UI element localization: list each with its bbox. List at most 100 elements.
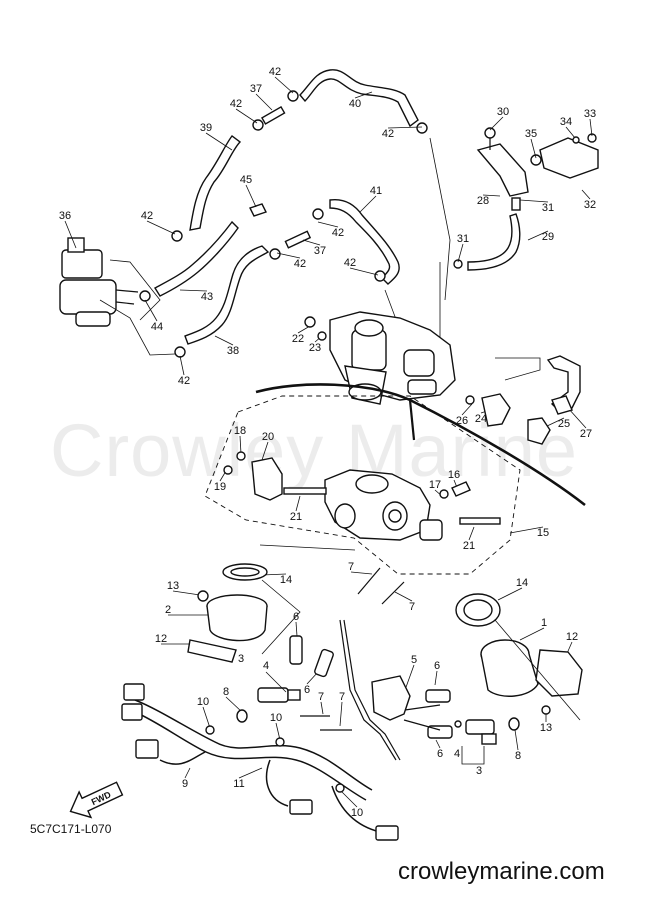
callout-c42g: 42 (344, 257, 356, 269)
callout-c42a: 42 (269, 66, 281, 78)
callout-c34: 34 (560, 116, 572, 128)
callout-c13b: 13 (540, 722, 552, 734)
callout-c11: 11 (233, 778, 244, 790)
callout-c4b: 4 (454, 748, 460, 760)
leader-c20 (261, 441, 269, 461)
callout-c12a: 12 (155, 633, 167, 645)
callout-c12b: 12 (566, 631, 578, 643)
leader-c31b (457, 243, 464, 263)
clamps (139, 90, 463, 358)
callout-c3b: 3 (476, 765, 482, 777)
leader-c26 (461, 403, 473, 416)
callout-c25: 25 (558, 418, 570, 430)
joint-37b (284, 230, 312, 249)
bolts-7 (300, 567, 405, 731)
callout-c4a: 4 (263, 660, 269, 672)
callout-c10a: 10 (197, 696, 209, 708)
leader-c45 (245, 184, 257, 208)
leader-c21a (295, 495, 301, 512)
leader-c37a (255, 93, 273, 111)
callout-c42f: 42 (294, 258, 306, 270)
callout-c26: 26 (456, 415, 468, 427)
callout-c36: 36 (59, 210, 71, 222)
leader-c13a (172, 590, 201, 596)
leader-c14b (497, 587, 523, 601)
callout-c30: 30 (497, 106, 509, 118)
callout-c42h: 42 (178, 375, 190, 387)
leader-c42e (317, 221, 339, 228)
callout-c9: 9 (182, 778, 188, 790)
leader-c43 (179, 289, 208, 292)
callout-c42b: 42 (230, 98, 242, 110)
caps-6 (289, 635, 453, 739)
leader-c41 (359, 195, 377, 213)
leader-c1 (519, 627, 545, 641)
callout-c38: 38 (227, 345, 239, 357)
callout-c24: 24 (475, 413, 487, 425)
diagram-code: 5C7C171-L070 (30, 822, 112, 836)
leader-c7a (350, 571, 373, 575)
leader-c30 (489, 116, 504, 131)
callout-c10c: 10 (351, 807, 363, 819)
pressure-sensor-24 (465, 393, 551, 445)
leader-c7b (394, 591, 413, 602)
callout-c5: 5 (411, 654, 417, 666)
hose-39 (189, 135, 242, 231)
callout-c2: 2 (165, 604, 171, 616)
leader-c40 (354, 91, 373, 99)
leader-lines (64, 76, 593, 808)
leader-c36 (64, 220, 77, 249)
callout-c13a: 13 (167, 580, 179, 592)
callout-c21a: 21 (290, 511, 302, 523)
callout-c40: 40 (349, 98, 361, 110)
leader-c6a (295, 621, 298, 637)
leader-c34 (565, 126, 576, 139)
leader-c42c (387, 126, 423, 129)
callout-c16: 16 (448, 469, 460, 481)
callout-c42d: 42 (141, 210, 153, 222)
leader-c25 (544, 417, 565, 428)
leader-c5 (404, 664, 415, 691)
clamp-14a (222, 563, 268, 581)
leader-c11 (238, 767, 263, 779)
leader-c7d (339, 701, 343, 727)
leader-c28 (482, 194, 501, 197)
leader-c35 (530, 138, 537, 159)
leader-c31a (519, 199, 549, 203)
callout-c33: 33 (584, 108, 596, 120)
leader-c21b (468, 526, 475, 541)
leader-c10c (339, 789, 358, 808)
callout-c41: 41 (370, 185, 382, 197)
callout-c23: 23 (309, 342, 321, 354)
callout-c35: 35 (525, 128, 537, 140)
callout-c42e: 42 (332, 227, 344, 239)
leader-c8a (225, 696, 243, 713)
sensor-20 (223, 451, 283, 501)
leader-c42a (274, 76, 294, 94)
callout-c19: 19 (214, 481, 226, 493)
leader-c42b (235, 108, 258, 124)
valve-36 (59, 237, 139, 327)
leader-c33 (589, 118, 593, 137)
leader-c10b (275, 722, 281, 741)
callout-c1: 1 (541, 617, 547, 629)
callout-c44: 44 (151, 321, 163, 333)
callout-c21b: 21 (463, 540, 475, 552)
callout-c6b: 6 (434, 660, 440, 672)
throttle-body-lower (324, 469, 443, 541)
leader-c8b (514, 729, 519, 751)
callout-c6c: 6 (304, 684, 310, 696)
callout-c7b: 7 (409, 601, 415, 613)
callout-c10b: 10 (270, 712, 282, 724)
callout-c31a: 31 (542, 202, 554, 214)
callout-c43: 43 (201, 291, 213, 303)
hose-43 (154, 220, 239, 297)
leader-c38 (214, 335, 234, 346)
callout-c37b: 37 (314, 245, 326, 257)
callout-c17: 17 (429, 479, 441, 491)
callout-c3a: 3 (238, 653, 244, 665)
callout-c14a: 14 (280, 574, 292, 586)
injector-3a (236, 687, 301, 723)
